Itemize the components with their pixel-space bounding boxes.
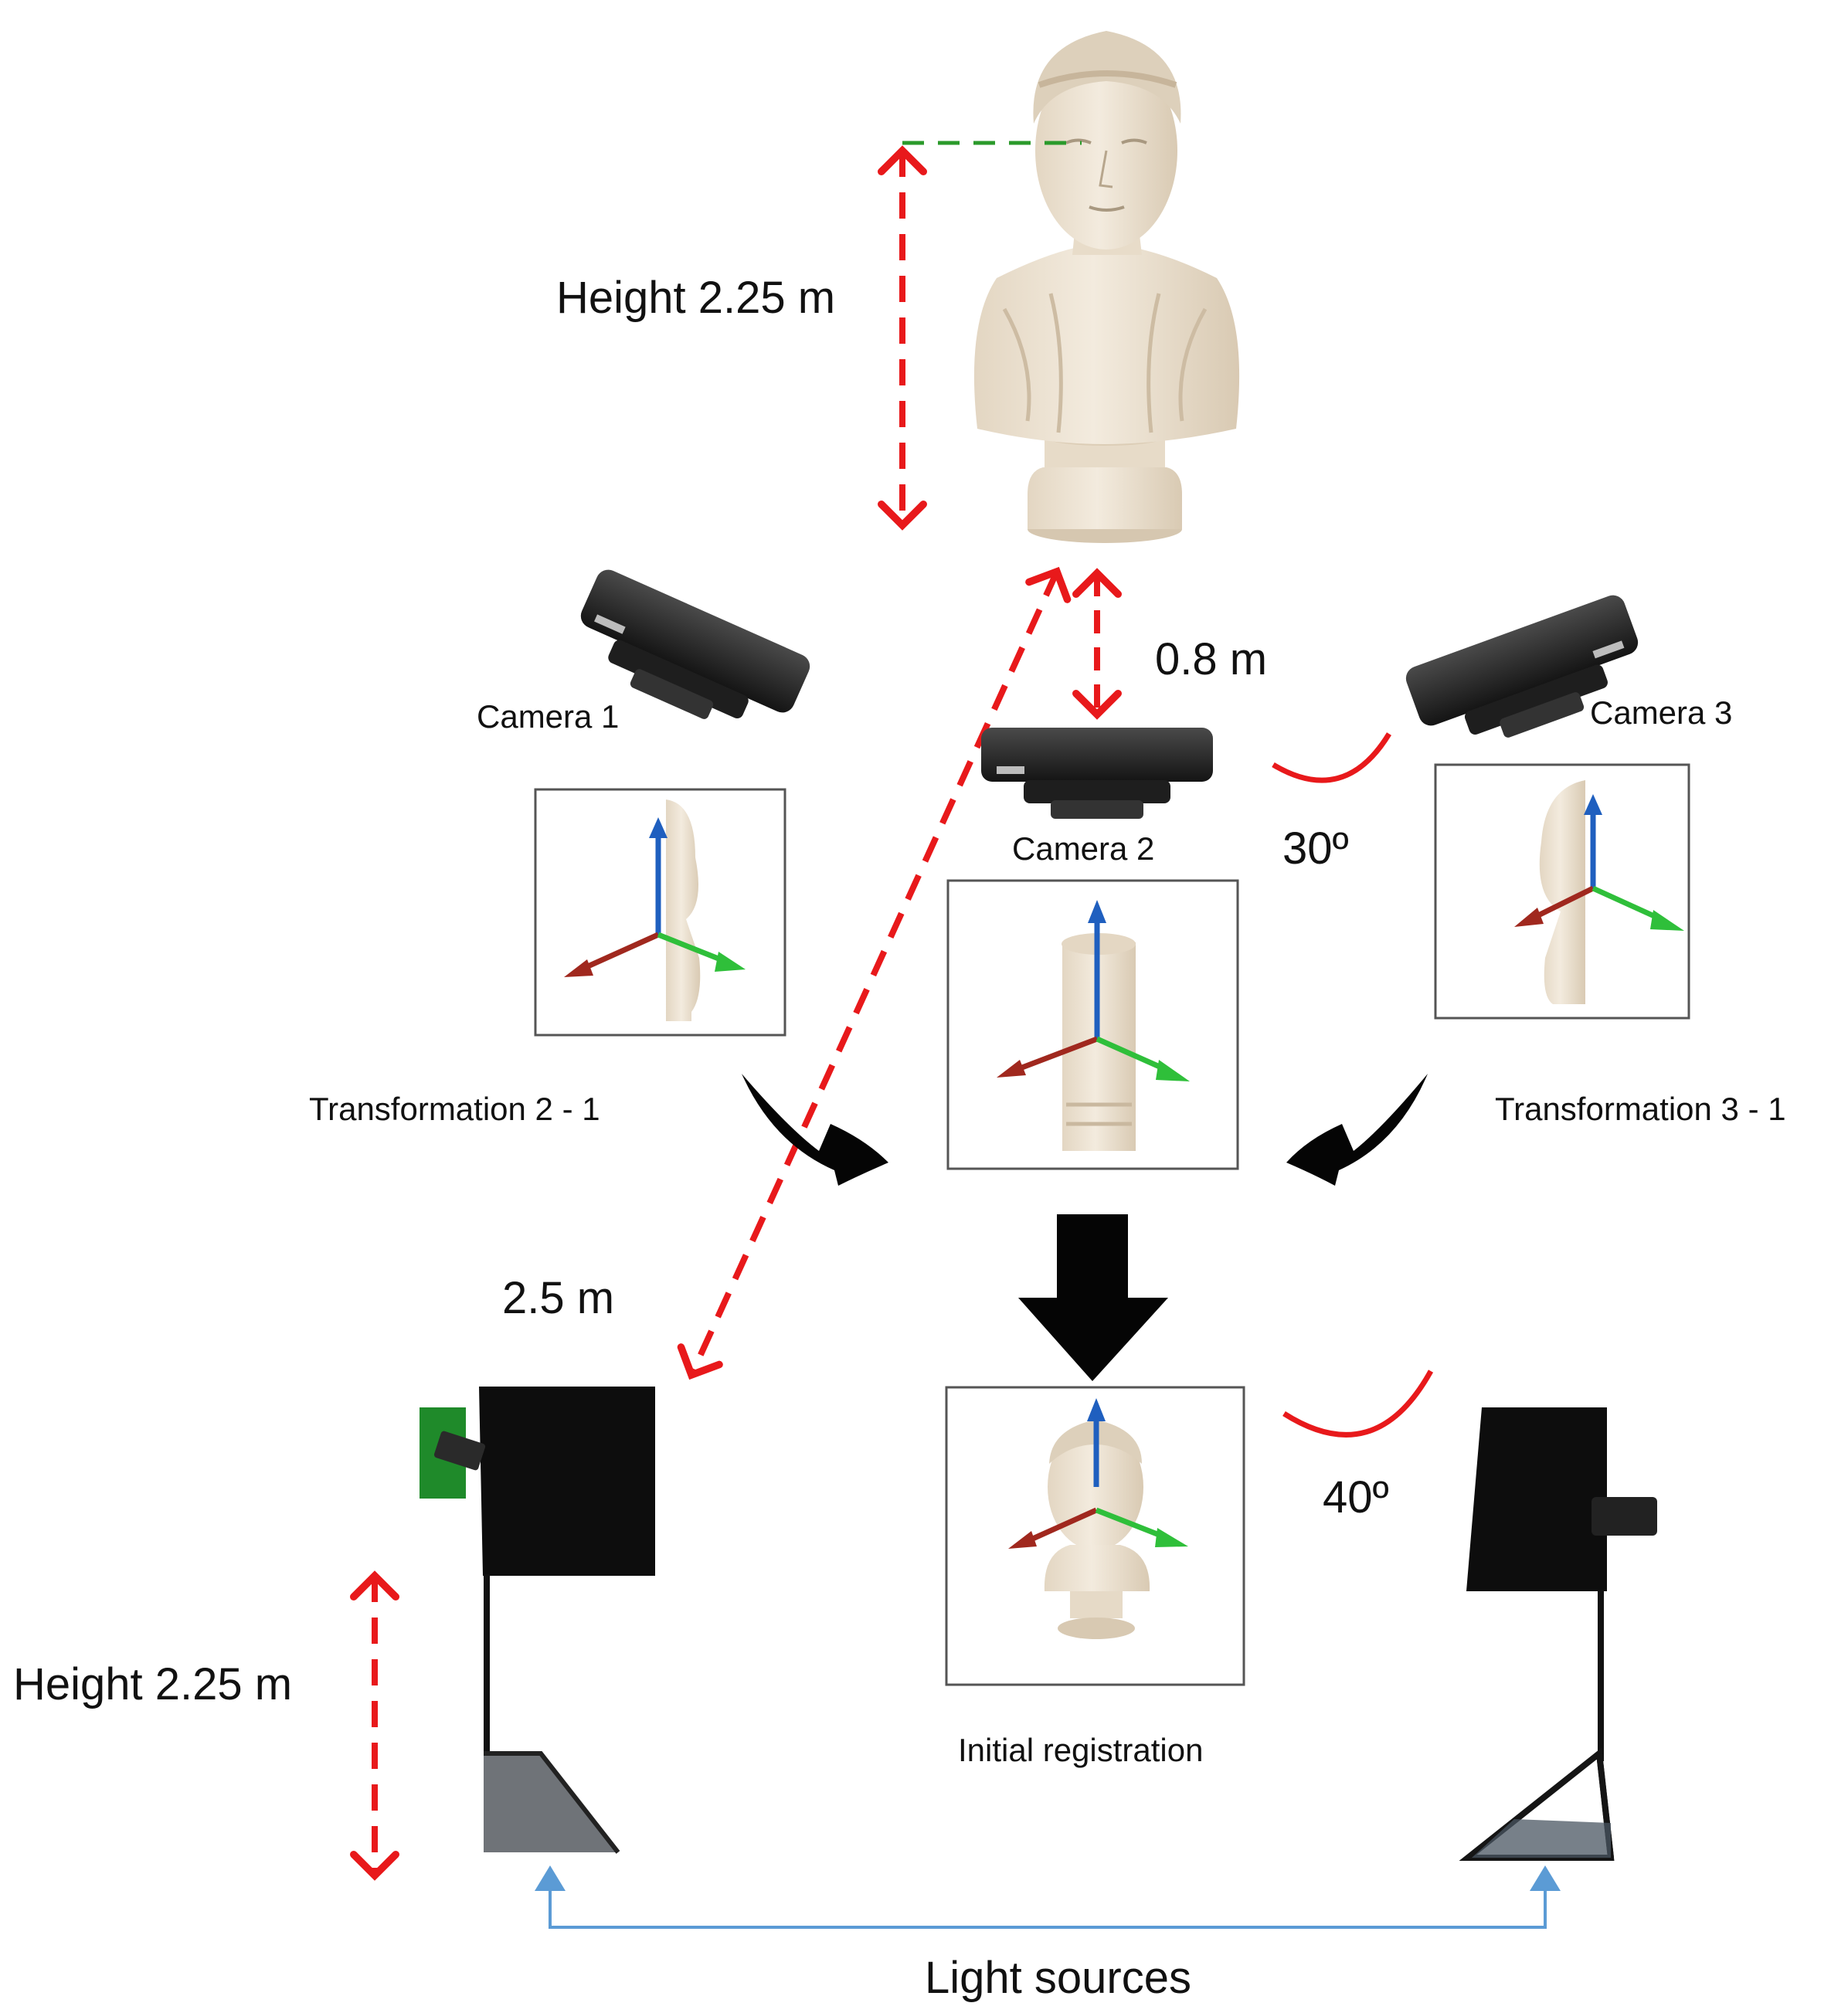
light-source-right xyxy=(1459,1407,1657,1861)
transformation-21-label: Transformation 2 - 1 xyxy=(309,1091,600,1127)
distance-label-cam2: 0.8 m xyxy=(1155,634,1267,684)
distance-label-light: 2.5 m xyxy=(502,1273,614,1323)
camera-2-label: Camera 2 xyxy=(1012,830,1154,867)
camera-3 xyxy=(1405,595,1639,738)
camera-1-label: Camera 1 xyxy=(477,698,619,735)
height-label-top: Height 2.25 m xyxy=(556,273,835,323)
angle-arc-40 xyxy=(1282,1370,1434,1438)
camera-3-view xyxy=(1434,763,1690,1020)
light-sources-label: Light sources xyxy=(925,1953,1191,2003)
transformation-31-label: Transformation 3 - 1 xyxy=(1495,1091,1786,1127)
light-source-left xyxy=(420,1387,655,1854)
angle-label-30: 30º xyxy=(1282,823,1349,874)
distance-arrow-light xyxy=(677,566,1072,1380)
angle-label-40: 40º xyxy=(1323,1472,1389,1522)
camera-1-view xyxy=(534,788,786,1037)
camera-1 xyxy=(580,569,810,719)
light-connector-arrowhead-left xyxy=(535,1865,566,1891)
transformation-arrow-left xyxy=(742,1074,888,1186)
bust-sculpture xyxy=(973,31,1240,543)
height-label-bottom: Height 2.25 m xyxy=(13,1659,292,1709)
light-connector-arrowhead-right xyxy=(1530,1865,1561,1891)
initial-registration-label: Initial registration xyxy=(958,1732,1203,1768)
light-sources-connector xyxy=(549,1876,1547,1929)
camera-2 xyxy=(981,728,1213,819)
registration-down-arrow xyxy=(1018,1214,1168,1381)
camera-2-view xyxy=(946,879,1239,1170)
camera-3-label: Camera 3 xyxy=(1590,694,1732,731)
initial-registration-view xyxy=(945,1386,1245,1686)
angle-arc-30 xyxy=(1272,732,1391,783)
transformation-arrow-right xyxy=(1286,1074,1428,1186)
